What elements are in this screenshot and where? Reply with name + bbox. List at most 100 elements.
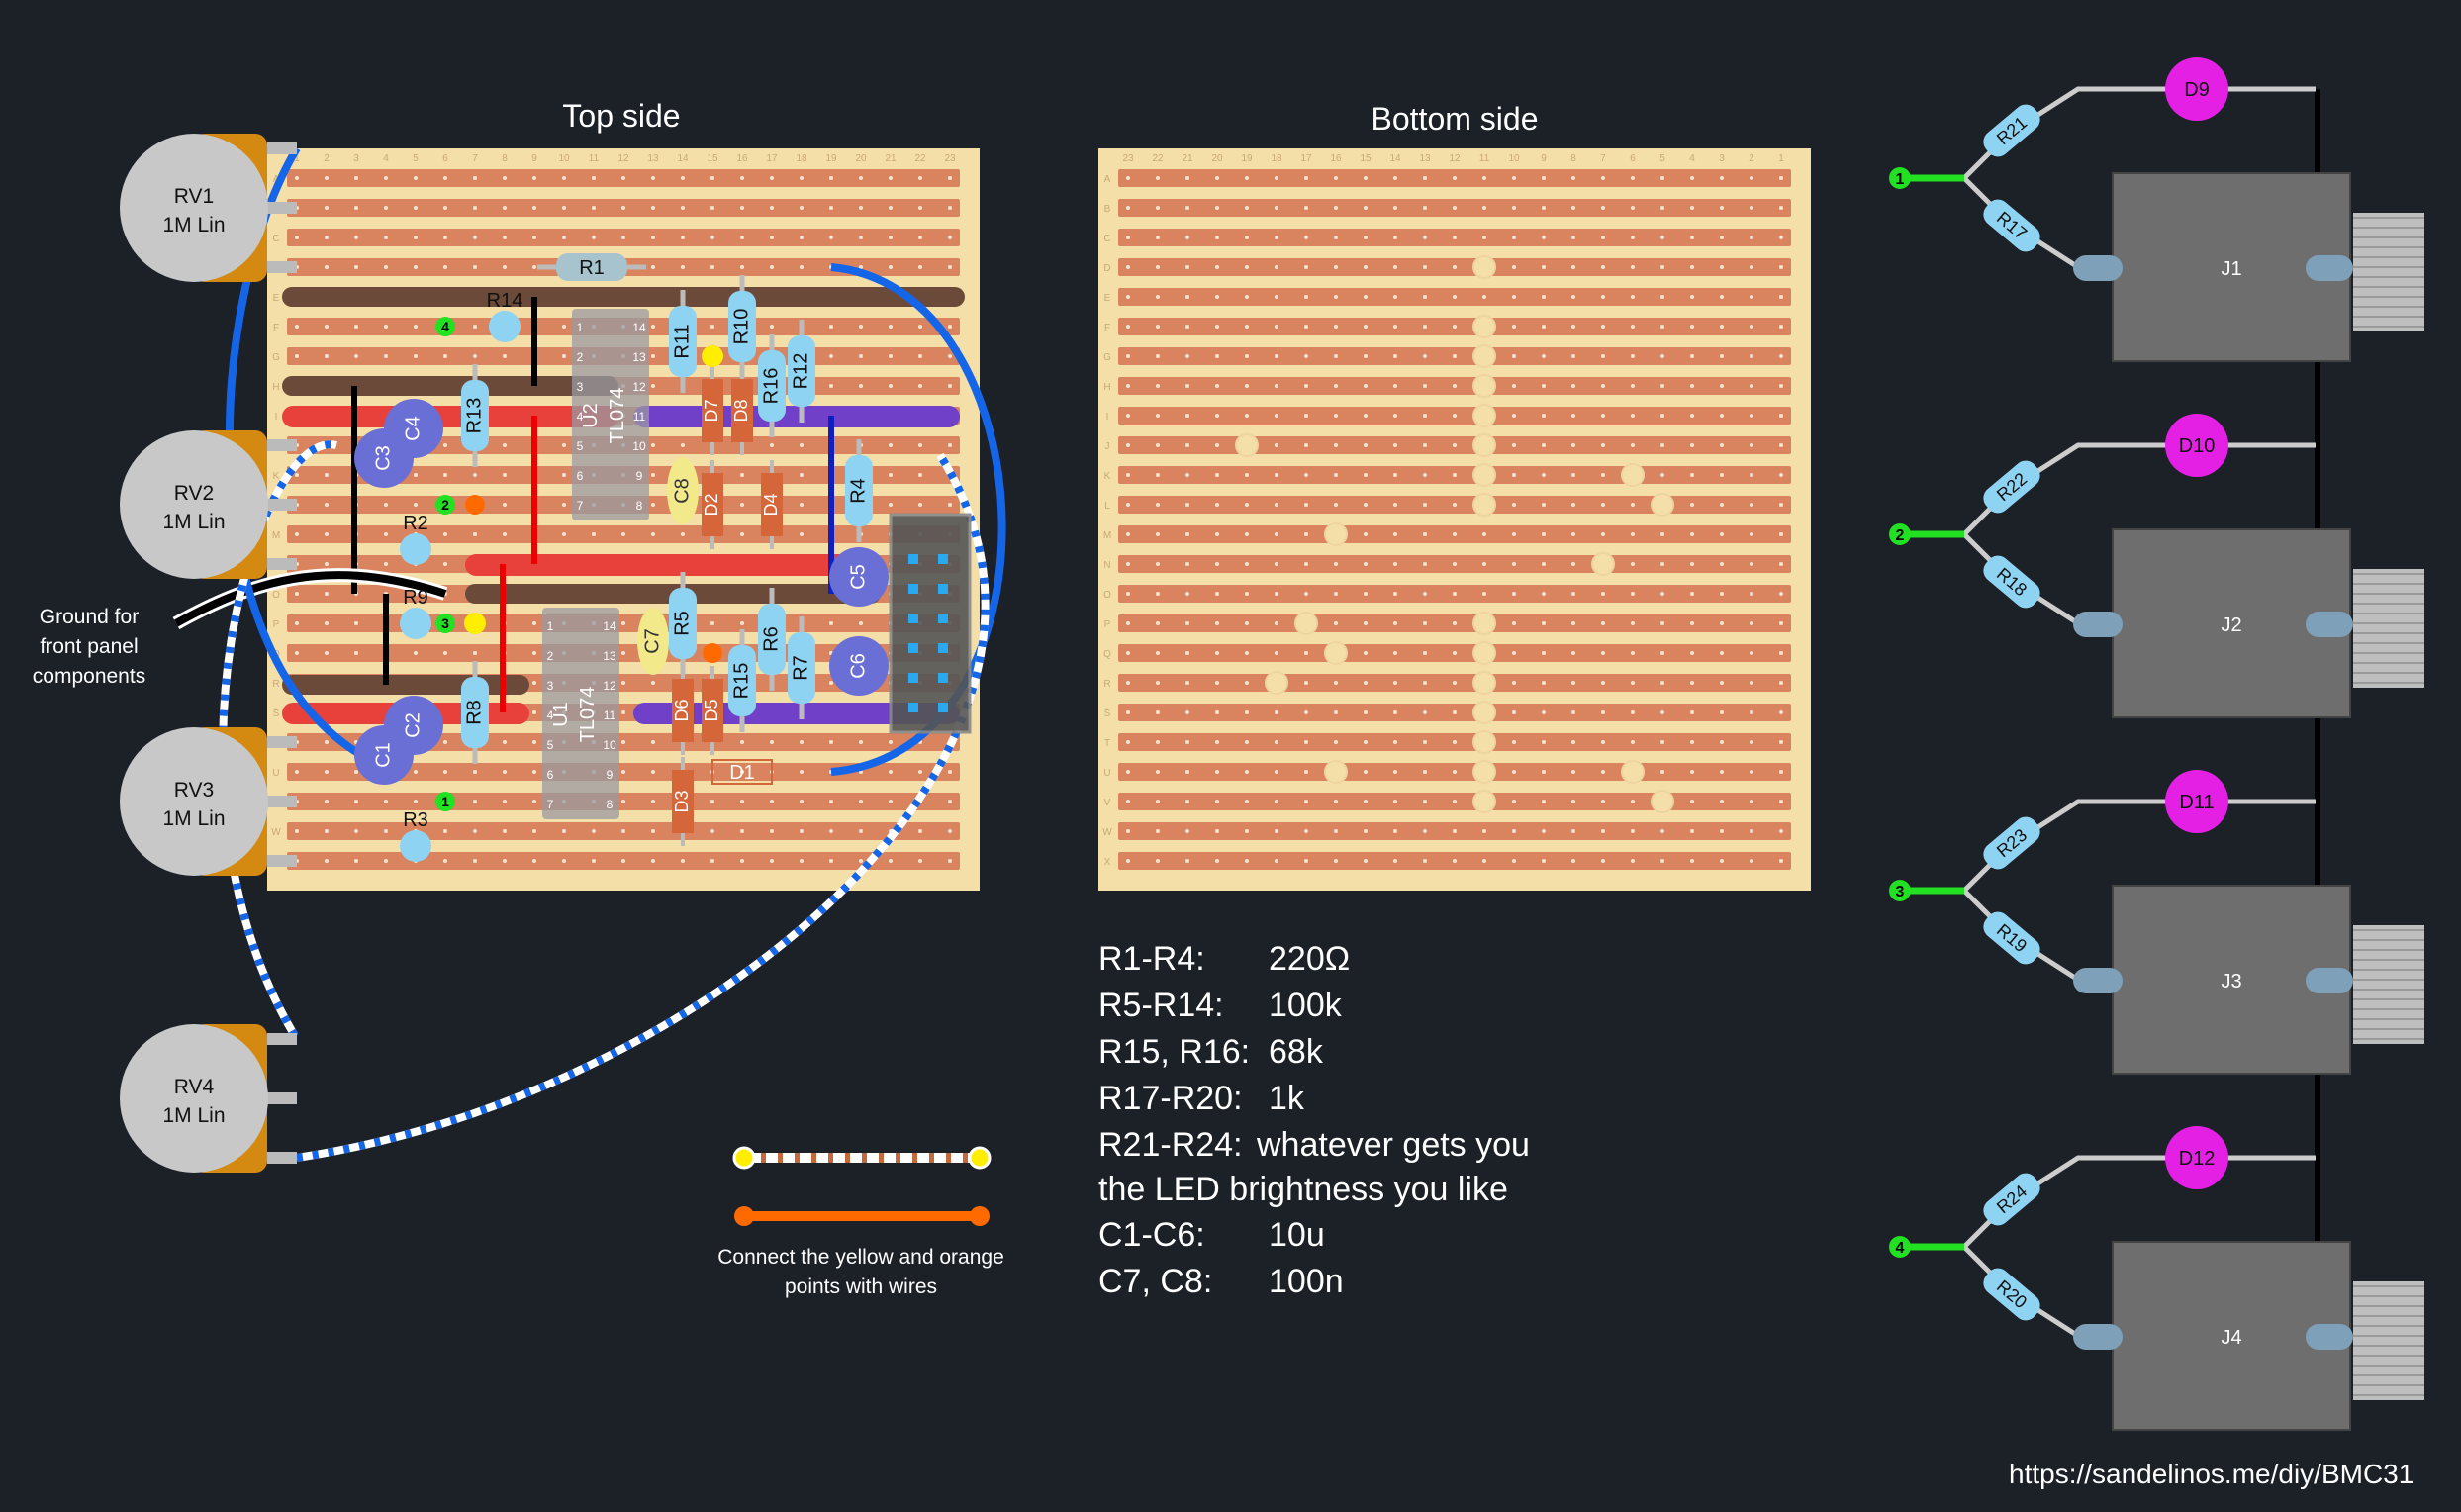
diode-body	[702, 379, 723, 442]
strip-hole	[473, 651, 477, 655]
strip-hole	[562, 829, 566, 833]
strip-hole	[532, 265, 536, 269]
legend-yellow-end-a	[732, 1146, 756, 1170]
bom-refs: R21-R24:	[1098, 1126, 1243, 1164]
strip-hole	[859, 265, 863, 269]
strip-hole	[532, 770, 536, 774]
ic-pin-number: 7	[577, 499, 584, 513]
strip-hole	[1126, 592, 1130, 596]
strip-hole	[1631, 681, 1635, 685]
strip-hole	[1304, 592, 1308, 596]
strip-hole	[1275, 800, 1278, 803]
strip-hole	[1126, 770, 1130, 774]
strip-hole	[1660, 206, 1664, 210]
track-cut	[1472, 404, 1496, 427]
strip-hole	[1542, 236, 1546, 239]
column-label: 5	[413, 153, 419, 164]
strip-hole	[1185, 414, 1189, 418]
strip-hole	[1364, 206, 1368, 210]
strip-hole	[770, 829, 774, 833]
column-label: 8	[1570, 153, 1576, 164]
resistor-label: R10	[730, 309, 752, 345]
strip-hole	[1601, 295, 1605, 299]
bom-value: 10u	[1269, 1216, 1325, 1254]
strip-hole	[1393, 473, 1397, 477]
strip-hole	[889, 176, 893, 180]
cap-label: C1	[372, 742, 394, 768]
strip-hole	[621, 770, 625, 774]
diode-d8: D8	[731, 366, 753, 455]
strip-hole	[889, 325, 893, 329]
strip-hole	[1334, 473, 1338, 477]
strip-hole	[1304, 354, 1308, 358]
bom-row: R15, R16:68k	[1098, 1033, 1323, 1072]
strip-hole	[1185, 473, 1189, 477]
strip-hole	[1304, 384, 1308, 388]
strip-hole	[1334, 265, 1338, 269]
header-pin	[908, 643, 918, 653]
strip-hole	[1423, 770, 1427, 774]
cap-body	[384, 399, 443, 458]
strip-hole	[1423, 295, 1427, 299]
strip-hole	[503, 176, 507, 180]
electrolytic-cap-c4: C4	[384, 399, 443, 458]
strip-hole	[1512, 829, 1516, 833]
strip-hole	[1542, 592, 1546, 596]
strip-hole	[1542, 443, 1546, 447]
source-url[interactable]: https://sandelinos.me/diy/BMC31	[2009, 1459, 2414, 1489]
strip-hole	[1660, 710, 1664, 714]
ic-pin-number: 1	[577, 321, 584, 334]
row-label: D	[1103, 263, 1110, 274]
strip-hole	[503, 443, 507, 447]
column-label: 9	[531, 153, 537, 164]
column-label: 12	[617, 153, 629, 164]
purple-rail-I	[633, 406, 960, 427]
strip-hole	[651, 503, 655, 507]
strip-hole	[473, 532, 477, 536]
resistor-r5: R5	[669, 572, 697, 675]
bom-refs: R5-R14:	[1098, 987, 1224, 1024]
strip-hole	[800, 236, 804, 239]
strip-hole	[1750, 384, 1753, 388]
strip-hole	[473, 236, 477, 239]
strip-hole	[1453, 414, 1457, 418]
strip-hole	[1750, 354, 1753, 358]
strip-hole	[1601, 829, 1605, 833]
strip-hole	[800, 265, 804, 269]
strip-hole	[1215, 770, 1219, 774]
strip-hole	[532, 651, 536, 655]
strip-hole	[1571, 265, 1575, 269]
strip-hole	[1571, 562, 1575, 566]
track-cut	[1472, 463, 1496, 487]
strip-hole	[1334, 800, 1338, 803]
strip-hole	[1185, 384, 1189, 388]
column-label: 18	[1271, 153, 1282, 164]
strip-hole	[1779, 354, 1783, 358]
strip-hole	[384, 176, 388, 180]
strip-hole	[1512, 800, 1516, 803]
strip-hole	[414, 265, 418, 269]
bom-value: whatever gets you	[1257, 1126, 1530, 1164]
strip-hole	[1364, 621, 1368, 625]
strip-hole	[384, 800, 388, 803]
resistor-r13: R13	[461, 364, 489, 467]
strip-hole	[1245, 829, 1249, 833]
strip-hole	[800, 740, 804, 744]
strip-hole	[473, 176, 477, 180]
jack-sleeve-lug	[2306, 612, 2353, 637]
strip-hole	[1304, 414, 1308, 418]
strip-hole	[1334, 354, 1338, 358]
track-cut	[1651, 790, 1674, 813]
strip-hole	[1779, 384, 1783, 388]
strip-hole	[1512, 710, 1516, 714]
strip-hole	[770, 325, 774, 329]
strip-hole	[918, 384, 922, 388]
strip-hole	[829, 681, 833, 685]
strip-hole	[740, 176, 744, 180]
strip-hole	[354, 800, 358, 803]
led-label: D11	[2179, 792, 2214, 813]
strip-hole	[473, 354, 477, 358]
strip-hole	[1126, 384, 1130, 388]
